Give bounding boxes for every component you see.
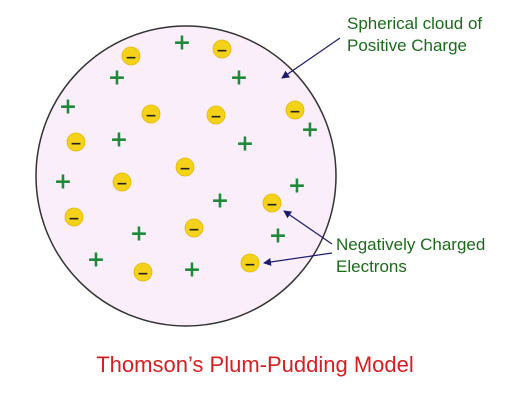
electron: − [285,100,305,120]
minus-sign: − [68,211,80,227]
positive-cloud-label: Spherical cloud of Positive Charge [347,13,482,57]
electrons-label-line2: Electrons [336,257,407,276]
minus-sign: − [210,109,222,125]
electron: − [212,39,232,59]
positive-charge-symbol: + [108,66,126,91]
electron: − [66,132,86,152]
positive-charge-symbol: + [87,248,105,273]
cloud-pointer-arrow [281,37,341,79]
minus-sign: − [116,176,128,192]
minus-sign: − [216,43,228,59]
positive-cloud-label-line2: Positive Charge [347,36,468,55]
positive-charge-symbol: + [301,118,319,143]
electron-dot [206,105,226,125]
electron-dot [141,104,161,124]
electron-dot [64,207,84,227]
electron-dot [212,39,232,59]
minus-sign: − [244,257,256,273]
minus-sign: − [145,108,157,124]
positive-charge-symbol: + [173,31,191,56]
electron: − [262,193,282,213]
electron: − [175,157,195,177]
minus-sign: − [137,266,149,282]
minus-sign: − [125,50,137,66]
minus-sign: − [70,136,82,152]
electron: − [240,253,260,273]
electron-dot [184,218,204,238]
positive-charges: ++++++++++++++ [54,31,319,283]
positive-charge-symbol: + [183,258,201,283]
electron-pointer-arrow-lower [263,252,333,266]
electron: − [133,262,153,282]
positive-charge-symbol: + [211,189,229,214]
electron-dot [121,46,141,66]
electron: − [184,218,204,238]
electron-dot [240,253,260,273]
electron: − [112,172,132,192]
electrons-label-line1: Negatively Charged [336,235,486,254]
minus-sign: − [266,197,278,213]
electron: − [141,104,161,124]
positive-cloud-label-line1: Spherical cloud of [347,14,483,33]
positive-charge-symbol: + [110,128,128,153]
electron-dot [112,172,132,192]
electron: − [121,46,141,66]
positive-charge-symbol: + [236,132,254,157]
electrons-label: Negatively Charged Electrons [336,234,485,278]
electron: − [206,105,226,125]
electron-dot [285,100,305,120]
diagram-title: Thomson’s Plum-Pudding Model [96,352,414,377]
minus-sign: − [188,222,200,238]
positive-charge-symbol: + [130,222,148,247]
positive-charge-symbol: + [230,66,248,91]
electron-pointer-arrow-upper [283,210,333,245]
minus-sign: − [179,161,191,177]
positive-charge-symbol: + [54,170,72,195]
electron-dot [66,132,86,152]
positive-charge-symbol: + [288,174,306,199]
electron: − [64,207,84,227]
electron-dot [175,157,195,177]
electrons: − − − − − − − − − − − − − [64,39,305,282]
electron-dot [262,193,282,213]
minus-sign: − [289,104,301,120]
positive-charge-symbol: + [59,95,77,120]
electron-dot [133,262,153,282]
positive-charge-symbol: + [269,224,287,249]
